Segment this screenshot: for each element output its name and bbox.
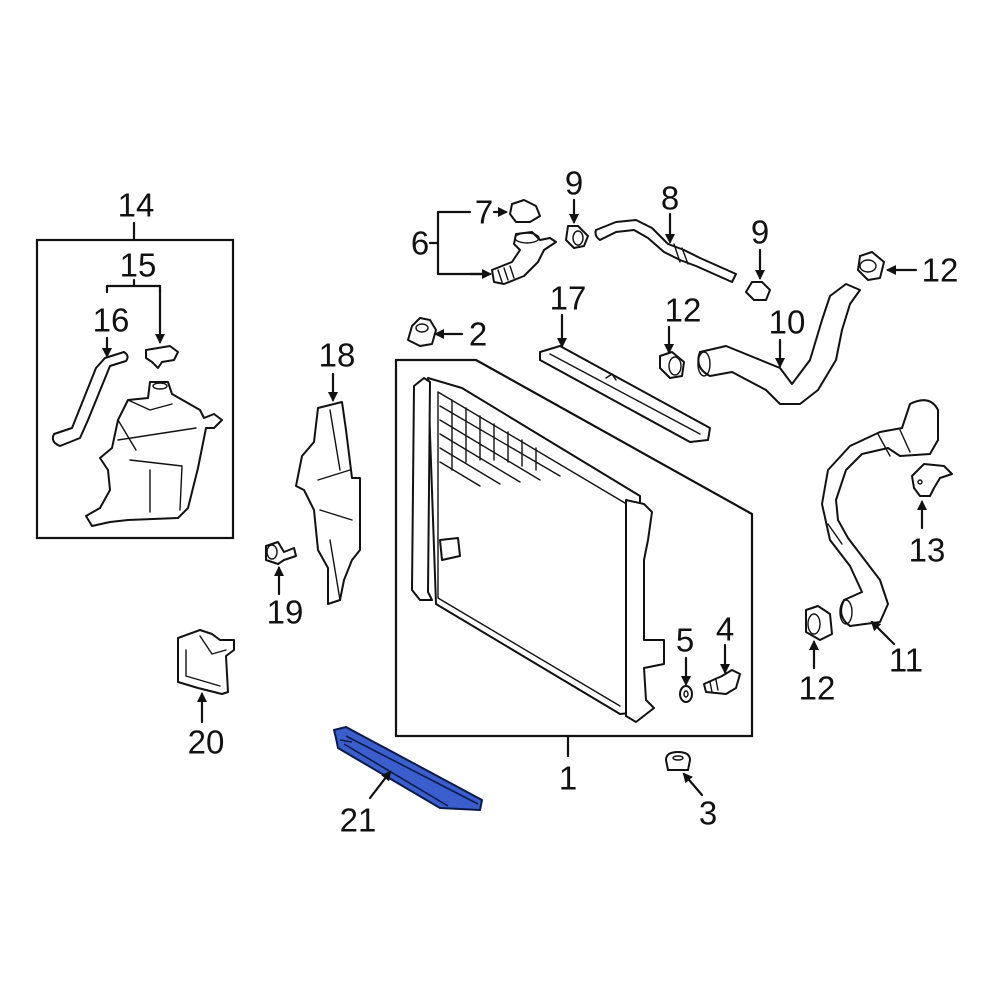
callout-9b[interactable]: 9 [750,213,770,251]
callout-9a[interactable]: 9 [564,164,584,202]
lower-air-seal-part-21[interactable] [333,726,483,811]
callout-3[interactable]: 3 [698,794,718,832]
callout-20[interactable]: 20 [187,723,225,761]
callout-18[interactable]: 18 [318,336,356,374]
callout-11[interactable]: 11 [888,641,924,679]
callout-12b[interactable]: 12 [921,251,959,289]
callout-1[interactable]: 1 [558,759,578,797]
side-deflector-part-20[interactable] [177,629,235,695]
callout-7[interactable]: 7 [474,193,494,231]
hose-bracket-part-13[interactable] [911,463,953,497]
callout-12c[interactable]: 12 [798,669,836,707]
hose-clamp-part-12-top[interactable] [857,251,885,281]
radiator-cap-part-7[interactable] [509,199,541,223]
air-guide-part-18[interactable] [295,401,361,605]
hose-clamp-part-9-right[interactable] [745,281,771,301]
callout-5[interactable]: 5 [675,621,695,659]
lower-radiator-hose-part-11[interactable] [821,399,939,627]
radiator-group-box [394,358,754,738]
reservoir-assembly-group [35,221,235,540]
radiator-support-part-17[interactable] [539,345,711,443]
upper-radiator-hose-part-10[interactable] [697,283,861,405]
lower-insulator-part-3[interactable] [665,751,691,771]
reservoir-hose-part-16[interactable] [51,351,129,447]
hose-clamp-part-12-bottom[interactable] [805,605,833,641]
reservoir-cap-part-15[interactable] [145,345,179,369]
radiator-mount-part-2[interactable] [407,317,437,347]
callout-13[interactable]: 13 [908,531,946,569]
radiator-group [394,358,754,758]
reservoir-group-box [35,238,235,540]
callout-6[interactable]: 6 [410,224,430,262]
callout-17[interactable]: 17 [549,279,587,317]
callout-21[interactable]: 21 [339,801,377,839]
reservoir-tank[interactable] [85,381,223,527]
drain-cock-part-4[interactable] [703,669,741,695]
hose-clamp-part-9-left[interactable] [565,225,589,249]
callout-14[interactable]: 14 [117,186,155,224]
push-clip-part-19[interactable] [265,541,297,565]
filler-neck-part-6[interactable] [491,231,557,285]
radiator-part-1[interactable] [411,377,665,723]
callout-4[interactable]: 4 [715,610,735,648]
hose-clamp-part-12-middle[interactable] [659,351,685,379]
callout-19[interactable]: 19 [266,593,304,631]
callout-8[interactable]: 8 [660,179,680,217]
callout-15[interactable]: 15 [119,246,157,284]
callout-10[interactable]: 10 [768,303,806,341]
callout-12a[interactable]: 12 [664,291,702,329]
drain-plug-gasket-part-5[interactable] [679,685,693,703]
callout-2[interactable]: 2 [468,315,488,353]
callout-16[interactable]: 16 [92,301,130,339]
overflow-hose-part-8[interactable] [594,219,737,283]
filler-neck-group [428,199,557,285]
